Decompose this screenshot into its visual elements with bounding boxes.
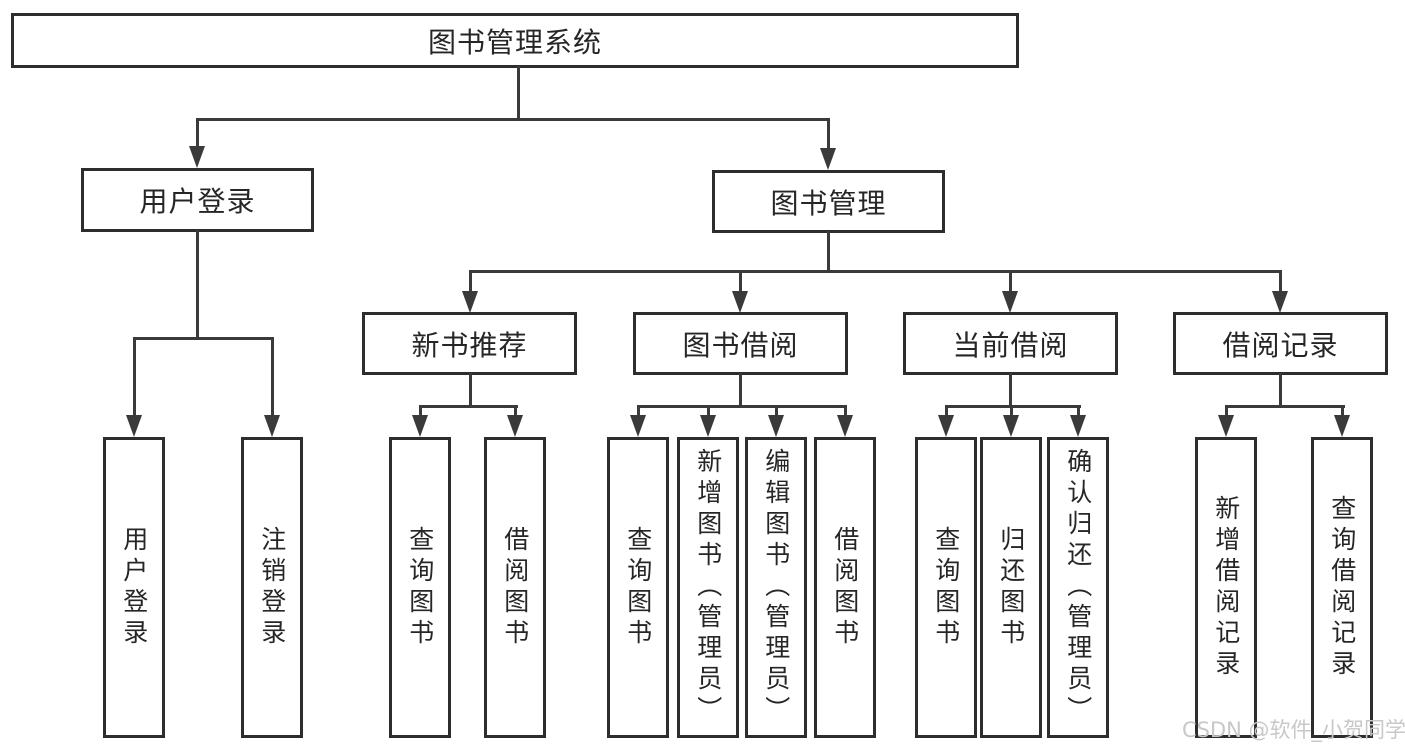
arrowhead-down-icon xyxy=(1002,291,1018,313)
leaf-label: 查询借阅记录 xyxy=(1327,494,1357,681)
node-library-management-system: 图书管理系统 xyxy=(11,13,1019,68)
arrowhead-down-icon xyxy=(700,415,716,437)
leaf-query-books-borrowing: 查询图书 xyxy=(607,437,669,738)
leaf-label: 借阅图书 xyxy=(500,525,530,650)
watermark-text: CSDN @软件_小贺同学 xyxy=(1182,718,1405,742)
arrowhead-down-icon xyxy=(126,415,142,437)
connector-vline xyxy=(196,118,199,148)
node-label: 当前借阅 xyxy=(952,328,1069,362)
connector-hline xyxy=(637,405,847,408)
connector-vline xyxy=(775,405,778,418)
connector-vline xyxy=(469,373,472,408)
node-label: 图书借阅 xyxy=(682,328,799,362)
leaf-user-login: 用户登录 xyxy=(103,437,165,738)
connector-vline xyxy=(517,66,520,120)
leaf-query-books-current: 查询图书 xyxy=(915,437,977,738)
arrowhead-down-icon xyxy=(938,415,954,437)
node-current-borrowing: 当前借阅 xyxy=(903,312,1118,375)
connector-vline xyxy=(945,405,948,418)
leaf-label: 确认归还（管理员） xyxy=(1063,448,1093,727)
leaf-label: 归还图书 xyxy=(996,525,1026,650)
node-book-borrowing: 图书借阅 xyxy=(633,312,848,375)
arrowhead-down-icon xyxy=(820,148,836,170)
leaf-add-borrow-record: 新增借阅记录 xyxy=(1195,437,1257,738)
arrowhead-down-icon xyxy=(412,415,428,437)
connector-vline xyxy=(133,337,136,417)
arrowhead-down-icon xyxy=(1070,415,1086,437)
node-label: 图书管理系统 xyxy=(427,25,602,59)
leaf-query-books-recommend: 查询图书 xyxy=(389,437,451,738)
connector-hline xyxy=(419,405,518,408)
connector-vline xyxy=(1225,405,1228,418)
connector-vline xyxy=(1010,405,1013,418)
arrowhead-down-icon xyxy=(630,415,646,437)
connector-hline xyxy=(945,405,1081,408)
leaf-label: 用户登录 xyxy=(119,525,149,650)
arrowhead-down-icon xyxy=(1272,291,1288,313)
connector-hline xyxy=(1225,405,1345,408)
leaf-edit-book-admin: 编辑图书（管理员） xyxy=(745,437,807,738)
connector-vline xyxy=(1279,270,1282,294)
connector-vline xyxy=(419,405,422,418)
arrowhead-down-icon xyxy=(1003,415,1019,437)
node-borrowing-records: 借阅记录 xyxy=(1173,312,1388,375)
connector-vline xyxy=(1077,405,1080,418)
leaf-label: 查询图书 xyxy=(931,525,961,650)
arrowhead-down-icon xyxy=(837,415,853,437)
leaf-return-books: 归还图书 xyxy=(980,437,1042,738)
node-book-management: 图书管理 xyxy=(712,170,945,233)
node-label: 新书推荐 xyxy=(411,328,528,362)
arrowhead-down-icon xyxy=(1334,415,1350,437)
node-label: 图书管理 xyxy=(770,186,887,220)
leaf-confirm-return-admin: 确认归还（管理员） xyxy=(1047,437,1109,738)
connector-hline xyxy=(196,118,830,121)
arrowhead-down-icon xyxy=(732,291,748,313)
connector-vline xyxy=(844,405,847,418)
leaf-borrow-books-recommend: 借阅图书 xyxy=(484,437,546,738)
arrowhead-down-icon xyxy=(189,146,205,168)
leaf-label: 查询图书 xyxy=(623,525,653,650)
connector-vline xyxy=(469,270,472,294)
connector-vline xyxy=(739,270,742,294)
leaf-label: 新增图书（管理员） xyxy=(693,448,723,727)
connector-hline xyxy=(469,270,1282,273)
connector-vline xyxy=(196,230,199,340)
leaf-label: 注销登录 xyxy=(257,525,287,650)
connector-vline xyxy=(637,405,640,418)
connector-vline xyxy=(271,337,274,417)
leaf-label: 查询图书 xyxy=(405,525,435,650)
connector-vline xyxy=(827,118,830,150)
leaf-borrow-books-borrowing: 借阅图书 xyxy=(814,437,876,738)
arrowhead-down-icon xyxy=(507,415,523,437)
connector-vline xyxy=(1341,405,1344,418)
connector-vline xyxy=(827,231,830,273)
node-new-book-recommendation: 新书推荐 xyxy=(362,312,577,375)
connector-hline xyxy=(133,337,274,340)
connector-vline xyxy=(739,373,742,408)
arrowhead-down-icon xyxy=(1218,415,1234,437)
leaf-label: 编辑图书（管理员） xyxy=(761,448,791,727)
connector-vline xyxy=(514,405,517,418)
connector-vline xyxy=(1279,373,1282,408)
node-label: 借阅记录 xyxy=(1222,328,1339,362)
node-label: 用户登录 xyxy=(139,185,256,218)
leaf-add-book-admin: 新增图书（管理员） xyxy=(677,437,739,738)
leaf-label: 借阅图书 xyxy=(830,525,860,650)
arrowhead-down-icon xyxy=(462,291,478,313)
connector-vline xyxy=(1009,270,1012,294)
node-user-login: 用户登录 xyxy=(81,168,314,232)
arrowhead-down-icon xyxy=(768,415,784,437)
connector-vline xyxy=(707,405,710,418)
leaf-label: 新增借阅记录 xyxy=(1211,494,1241,681)
leaf-query-borrow-record: 查询借阅记录 xyxy=(1311,437,1373,738)
leaf-logout: 注销登录 xyxy=(241,437,303,738)
arrowhead-down-icon xyxy=(264,415,280,437)
connector-vline xyxy=(1009,373,1012,408)
